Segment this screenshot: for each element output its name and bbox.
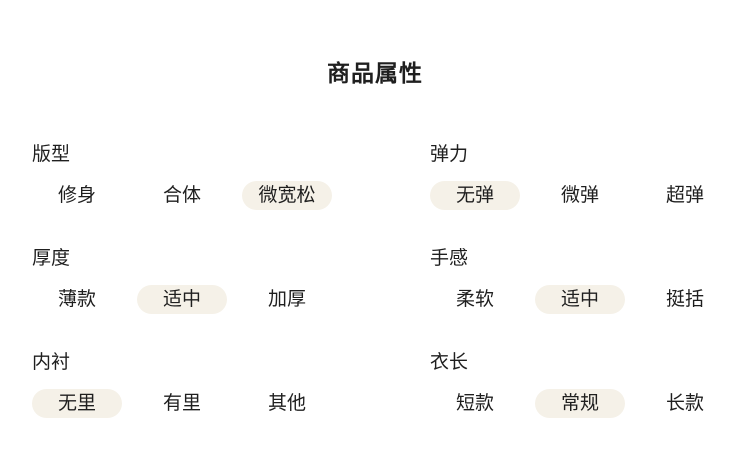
attribute-options-row: 修身 合体 微宽松 [32, 180, 332, 210]
attribute-options-row: 柔软 适中 挺括 [430, 284, 730, 314]
attribute-group-thickness: 厚度 薄款 适中 加厚 [32, 246, 332, 314]
product-attributes-panel: 商品属性 版型 修身 合体 微宽松 弹力 无弹 微弹 超弹 厚度 薄款 适中 加… [0, 60, 750, 418]
attribute-group-label: 厚度 [32, 247, 71, 269]
attribute-option[interactable]: 加厚 [267, 288, 306, 310]
attribute-options-row: 无里 有里 其他 [32, 388, 332, 418]
attribute-groups: 版型 修身 合体 微宽松 弹力 无弹 微弹 超弹 厚度 薄款 适中 加厚 [0, 142, 750, 418]
attribute-group-feel: 手感 柔软 适中 挺括 [430, 246, 730, 314]
page-title: 商品属性 [327, 60, 423, 86]
attribute-option[interactable]: 有里 [162, 392, 201, 414]
attribute-option[interactable]: 适中 [535, 284, 625, 314]
attribute-group-elasticity: 弹力 无弹 微弹 超弹 [430, 142, 730, 210]
attribute-group-fit: 版型 修身 合体 微宽松 [32, 142, 332, 210]
attribute-option[interactable]: 短款 [455, 392, 494, 414]
attribute-option[interactable]: 挺括 [665, 288, 704, 310]
attribute-option[interactable]: 薄款 [57, 288, 96, 310]
attribute-group-label: 弹力 [430, 143, 469, 165]
attribute-option[interactable]: 适中 [137, 284, 227, 314]
attribute-group-label: 衣长 [430, 351, 469, 373]
attribute-group-label: 手感 [430, 247, 469, 269]
attribute-group-label: 版型 [32, 143, 71, 165]
attribute-options-row: 薄款 适中 加厚 [32, 284, 332, 314]
attribute-group-lining: 内衬 无里 有里 其他 [32, 350, 332, 418]
attribute-option[interactable]: 微弹 [560, 184, 599, 206]
attribute-options-row: 无弹 微弹 超弹 [430, 180, 730, 210]
attribute-option[interactable]: 超弹 [665, 184, 704, 206]
attribute-option[interactable]: 柔软 [455, 288, 494, 310]
attribute-option[interactable]: 修身 [57, 184, 96, 206]
attribute-option[interactable]: 其他 [267, 392, 306, 414]
attribute-option[interactable]: 微宽松 [242, 180, 332, 210]
attribute-option[interactable]: 常规 [535, 388, 625, 418]
attribute-option[interactable]: 长款 [665, 392, 704, 414]
attribute-group-label: 内衬 [32, 351, 71, 373]
attribute-group-length: 衣长 短款 常规 长款 [430, 350, 730, 418]
attribute-option[interactable]: 无弹 [430, 180, 520, 210]
attribute-option[interactable]: 合体 [162, 184, 201, 206]
attribute-option[interactable]: 无里 [32, 388, 122, 418]
attribute-options-row: 短款 常规 长款 [430, 388, 730, 418]
